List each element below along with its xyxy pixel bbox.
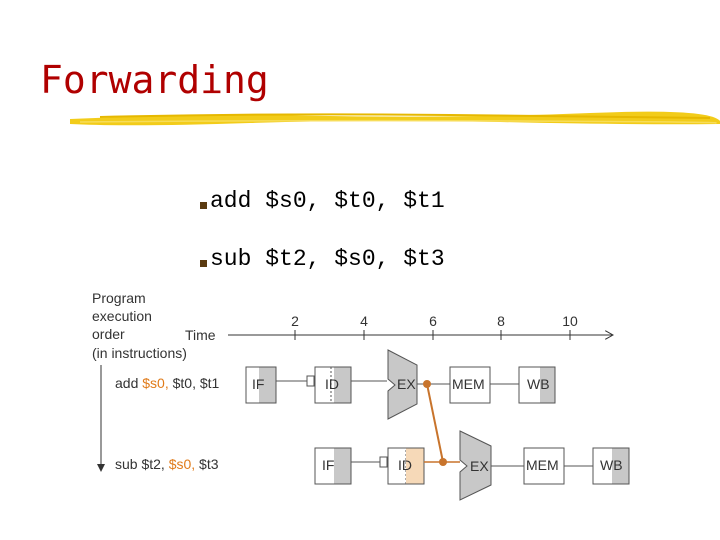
forwarding-path [423, 380, 447, 466]
stage-if: IF [322, 457, 334, 473]
time-tick-label: 6 [429, 313, 437, 329]
time-tick-label: 8 [497, 313, 505, 329]
axis-title-line: Program [92, 290, 146, 306]
stage-ex: EX [470, 458, 489, 474]
stage-mem: MEM [452, 376, 485, 392]
axis-title: Program execution order (in instructions… [92, 290, 187, 361]
stage-ex: EX [397, 376, 416, 392]
stage-id: ID [325, 376, 339, 392]
bullet-item: add $s0, $t0, $t1 [200, 172, 445, 230]
square-bullet-icon [200, 202, 207, 209]
time-label: Time [185, 327, 216, 343]
axis-title-line: execution [92, 308, 152, 324]
title-underline-brush [70, 111, 720, 126]
square-bullet-icon [200, 260, 207, 267]
stage-wb: WB [527, 376, 550, 392]
axis-title-line: order [92, 326, 125, 342]
bullet-list: add $s0, $t0, $t1 sub $t2, $s0, $t3 [200, 172, 445, 288]
stage-if: IF [252, 376, 264, 392]
time-tick-label: 10 [562, 313, 578, 329]
pipeline-row-add: IF ID EX MEM WB [245, 349, 556, 420]
bullet-item: sub $t2, $s0, $t3 [200, 230, 445, 288]
slide-title: Forwarding [40, 58, 269, 102]
forward-source-dot [423, 380, 431, 388]
instruction-label-sub: sub $t2, $s0, $t3 [115, 456, 219, 472]
forward-dest-dot [439, 458, 447, 466]
stage-mem: MEM [526, 457, 559, 473]
bullet-text: add $s0, $t0, $t1 [210, 188, 445, 214]
pipeline-row-sub: IF ID EX MEM WB [314, 430, 630, 501]
bullet-text: sub $t2, $s0, $t3 [210, 246, 445, 272]
stage-id: ID [398, 457, 412, 473]
axis-title-line: (in instructions) [92, 345, 187, 361]
instruction-label-add: add $s0, $t0, $t1 [115, 375, 220, 391]
time-tick-label: 4 [360, 313, 368, 329]
stage-wb: WB [600, 457, 623, 473]
time-ticks: 2 4 6 8 10 [291, 313, 578, 340]
alu-shape [387, 349, 418, 420]
alu-shape [459, 430, 492, 501]
time-tick-label: 2 [291, 313, 299, 329]
